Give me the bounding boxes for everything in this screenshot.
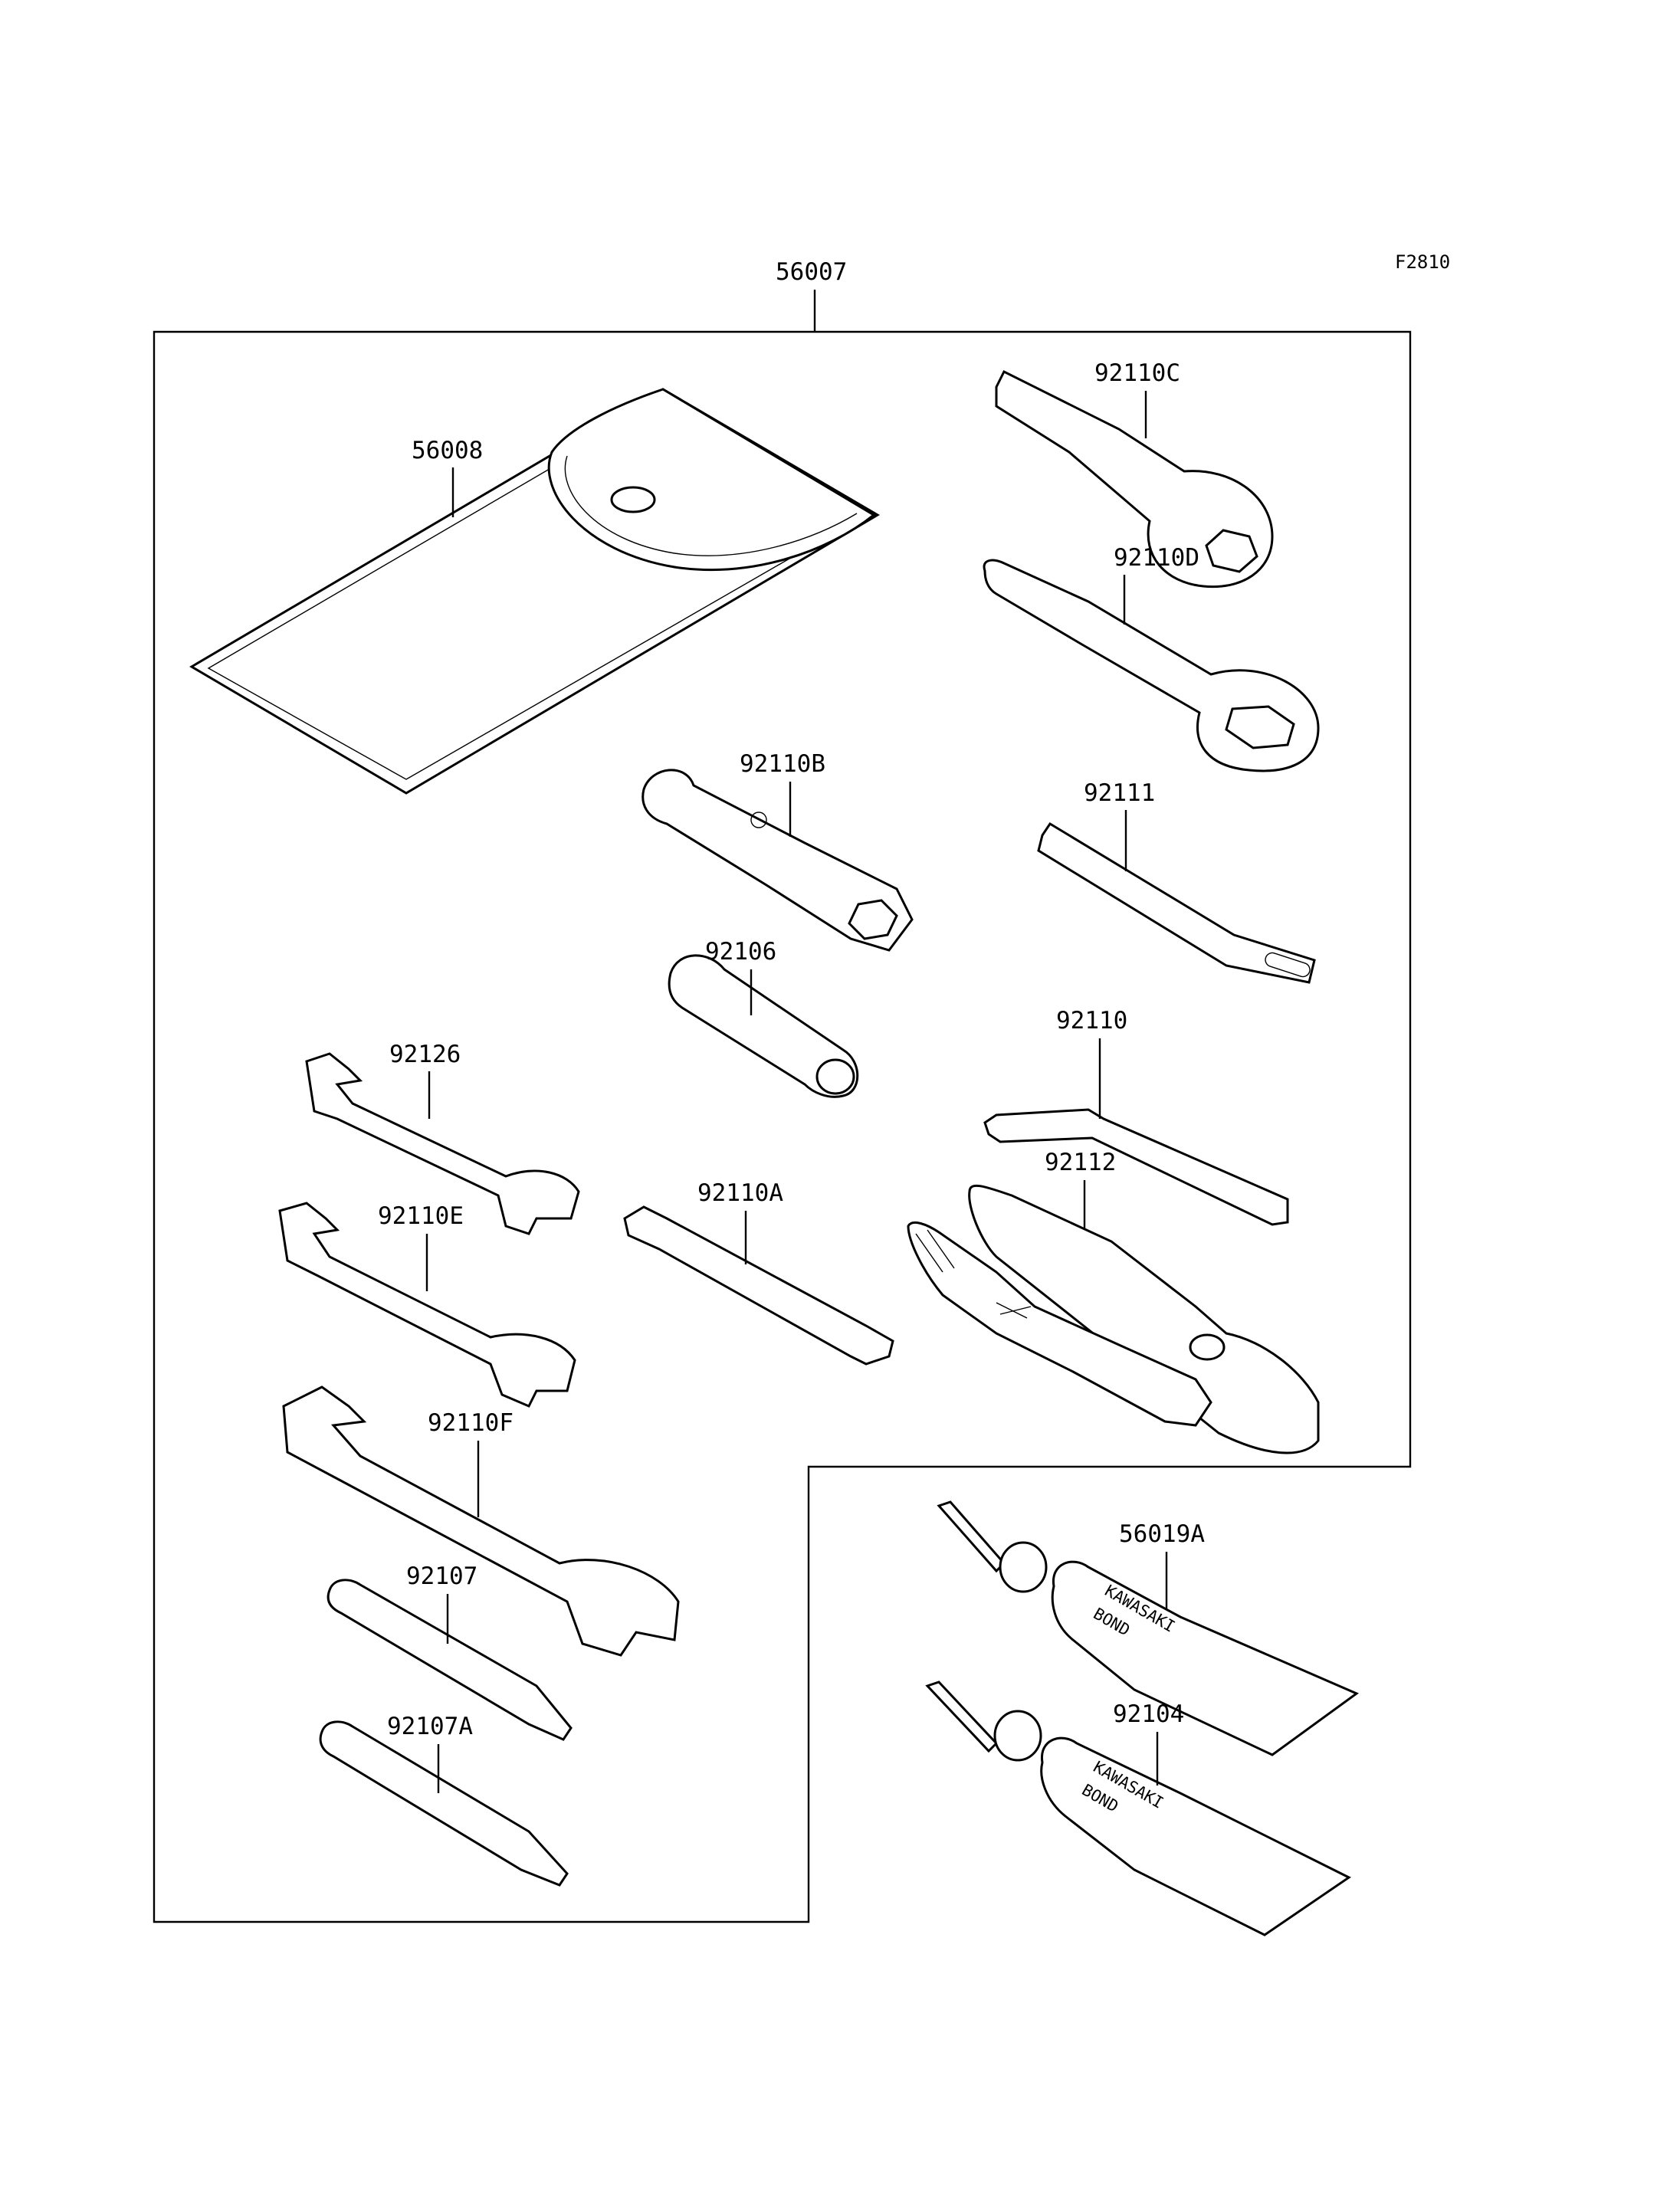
- part-number-56007: 56007: [776, 258, 847, 286]
- bar-body: [1037, 821, 1316, 984]
- spanner-92110f: 92110F: [282, 1385, 680, 1657]
- part-number-92106: 92106: [705, 938, 776, 966]
- socket-handle-body: [668, 954, 859, 1098]
- tool-bag-flap-edge: [564, 455, 858, 556]
- nozzle-tip-icon: [925, 1681, 999, 1753]
- tube-body: [1051, 1560, 1360, 1756]
- part-number-92110f: 92110F: [428, 1409, 514, 1437]
- part-number-92110d: 92110D: [1114, 544, 1199, 572]
- tube-cap-icon: [999, 1541, 1048, 1593]
- kit-outline-frame: [153, 330, 1412, 1923]
- grip-knurl-icon: [915, 1229, 1032, 1319]
- part-number-56008: 56008: [412, 437, 483, 464]
- hex-opening-icon: [1205, 529, 1258, 573]
- tool-bag: 56008: [189, 388, 880, 795]
- ring-spanner-92110d: 92110D: [983, 544, 1320, 772]
- spanner-92110a: 92110A: [623, 1179, 894, 1366]
- tool-kit-group: 56007: [153, 258, 1412, 1923]
- part-number-92110b: 92110B: [740, 750, 825, 778]
- cross-hole-icon: [750, 812, 767, 828]
- part-number-92104: 92104: [1113, 1700, 1184, 1728]
- spanner-92110e: 92110E: [278, 1202, 576, 1408]
- hex-socket-icon: [848, 899, 898, 940]
- spanner-92126-body: [305, 1052, 580, 1235]
- pivot-bolt-icon: [1189, 1333, 1226, 1361]
- nozzle-tip-icon: [937, 1500, 1006, 1573]
- socket-handle-92106: 92106: [668, 938, 859, 1098]
- hex-key-92110: 92110: [983, 1007, 1289, 1226]
- socket-end-icon: [815, 1058, 855, 1095]
- part-number-56019a: 56019A: [1119, 1520, 1205, 1548]
- part-number-92111: 92111: [1084, 779, 1155, 807]
- part-number-92112: 92112: [1045, 1149, 1116, 1176]
- pliers-lower-handle: [907, 1221, 1212, 1427]
- tool-bag-flap: [547, 388, 876, 571]
- hex-key-body: [983, 1108, 1289, 1226]
- part-number-92110: 92110: [1056, 1007, 1127, 1035]
- part-number-92126: 92126: [389, 1041, 461, 1068]
- bond-tube-92104: KAWASAKI BOND 92104: [925, 1681, 1351, 1936]
- snap-button-icon: [610, 486, 656, 513]
- part-number-92107: 92107: [406, 1562, 477, 1590]
- screwdriver-92107: 92107: [326, 1562, 573, 1741]
- part-number-92110a: 92110A: [697, 1179, 783, 1207]
- part-number-92110e: 92110E: [378, 1202, 464, 1230]
- tool-bag-outline: [189, 388, 880, 795]
- bar-92111: 92111: [1037, 779, 1316, 984]
- ring-spanner-c-body: [995, 369, 1274, 589]
- figure-code: F2810: [1395, 251, 1450, 273]
- bond-tube-56019a: KAWASAKI BOND 56019A: [937, 1500, 1360, 1756]
- pliers-92112: 92112: [907, 1149, 1320, 1454]
- ring-spanner-92110c: 92110C: [995, 359, 1274, 589]
- tube-body: [1040, 1736, 1351, 1936]
- part-number-92107a: 92107A: [387, 1713, 473, 1740]
- spanner-f-body: [282, 1385, 680, 1657]
- spanner-92126: 92126: [305, 1041, 580, 1235]
- tube-cap-icon: [993, 1710, 1042, 1762]
- screwdriver-bit-a-body: [319, 1720, 569, 1887]
- screwdriver-92107a: 92107A: [319, 1713, 569, 1887]
- plug-wrench-92110b: 92110B: [641, 750, 914, 952]
- part-number-92110c: 92110C: [1094, 359, 1180, 387]
- spanner-a-body: [623, 1205, 894, 1366]
- plug-wrench-body: [641, 769, 914, 952]
- hex-opening-icon: [1225, 705, 1295, 749]
- bar-slot-icon: [1265, 952, 1311, 978]
- screwdriver-bit-body: [326, 1579, 573, 1741]
- pliers-upper-handle: [968, 1184, 1320, 1454]
- spanner-e-body: [278, 1202, 576, 1408]
